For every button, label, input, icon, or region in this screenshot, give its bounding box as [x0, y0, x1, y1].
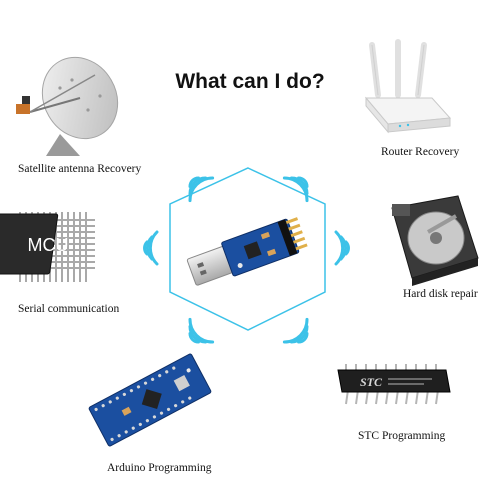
satellite-dish-icon [16, 56, 119, 156]
mcu-chip-text: MCU [28, 235, 69, 255]
arduino-board-icon [88, 353, 212, 447]
label-router-recovery: Router Recovery [381, 146, 460, 158]
wave-left [143, 230, 159, 266]
stc-chip-text: STC [360, 375, 383, 389]
wave-bottom-right [282, 317, 309, 344]
label-satellite-antenna-recovery: Satellite antenna Recovery [18, 163, 142, 175]
wave-top-right [282, 176, 309, 203]
hard-disk-icon [391, 195, 479, 286]
label-hard-disk-repair: Hard disk repair [403, 288, 478, 300]
stc-chip-icon: STC [337, 364, 451, 405]
usb-ttl-module-icon [186, 217, 308, 286]
wave-right [334, 230, 350, 266]
page-title: What can I do? [175, 70, 325, 93]
center-hexagon [169, 167, 326, 331]
router-icon [364, 39, 452, 134]
label-serial-communication: Serial communication [18, 303, 120, 315]
label-stc-programming: STC Programming [358, 430, 446, 442]
mcu-chip-icon: MCU [0, 212, 95, 282]
label-arduino-programming: Arduino Programming [107, 462, 212, 474]
wave-bottom-left [188, 317, 215, 344]
